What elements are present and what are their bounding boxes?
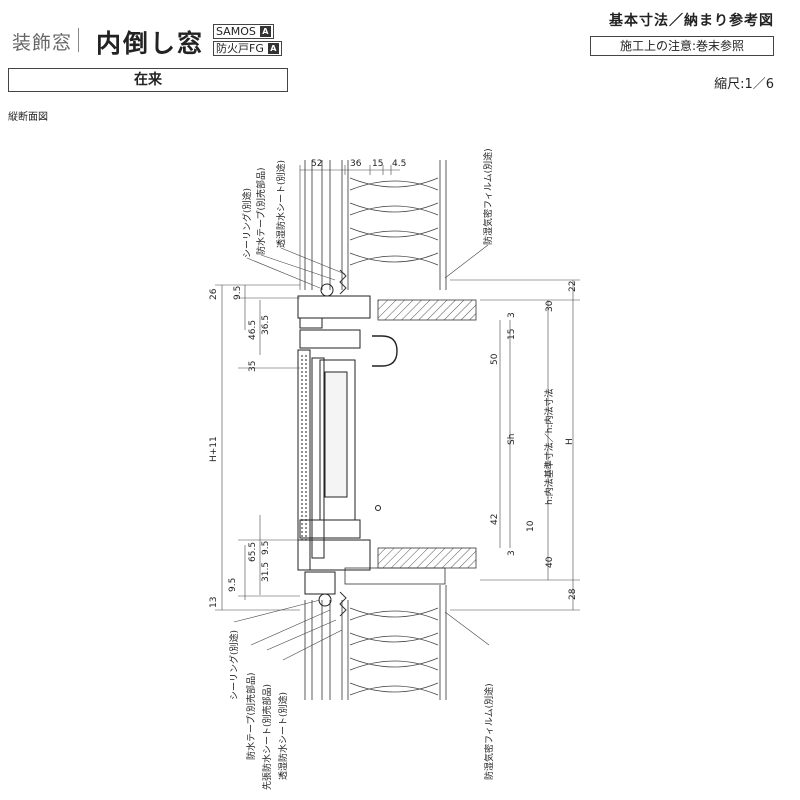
label-film-top: 防湿気密フィルム(別途): [482, 148, 494, 245]
bottom-screw-icon: [339, 591, 347, 617]
dim-left-9-5c: 9.5: [228, 578, 238, 592]
badge-fire-door: 防火戸FG A: [213, 41, 282, 56]
dim-right-30: 30: [545, 300, 555, 312]
dim-mid-50: 50: [490, 353, 500, 365]
dim-top-52: 52: [311, 159, 322, 169]
dim-left-35: 35: [248, 361, 258, 372]
dim-left-13: 13: [209, 597, 219, 608]
sill-board: [377, 547, 477, 569]
badge-fire-label: 防火戸FG: [216, 42, 264, 55]
construction-note: 施工上の注意:巻末参照: [590, 36, 774, 56]
badge-samos-label: SAMOS: [216, 25, 256, 38]
product-name: 内倒し窓: [96, 29, 205, 58]
dim-mid-3b: 3: [507, 550, 517, 556]
window-frame: [297, 295, 398, 595]
label-presheet-bottom: 先張防水シート(別売部品): [261, 684, 273, 790]
label-tape-bottom: 防水テープ(別売部品): [245, 673, 257, 760]
dim-right-inner: h:内法基準寸法／h:内法寸法: [543, 389, 555, 505]
head-board: [377, 299, 477, 321]
label-sealing-top: シーリング(別途): [241, 188, 253, 258]
dim-left-26: 26: [209, 288, 219, 300]
dim-left-9-5a: 9.5: [233, 286, 243, 300]
dim-mid-15: 15: [507, 329, 517, 340]
label-sheet-top: 透湿防水シート(別途): [275, 160, 287, 248]
dim-left-9-5b: 9.5: [261, 541, 271, 555]
category-label: 装飾窓: [12, 32, 73, 54]
label-sheet-bottom: 透湿防水シート(別途): [277, 692, 289, 780]
dim-left-h11: H+11: [209, 436, 219, 462]
dim-mid-3a: 3: [507, 312, 517, 318]
dim-left-65-5: 65.5: [248, 542, 258, 562]
bottom-sealing-icon: [318, 593, 332, 607]
badge-samos: SAMOS A: [213, 24, 274, 39]
dim-right-28: 28: [568, 588, 578, 600]
dim-right-22: 22: [568, 281, 578, 292]
dim-left-31-5: 31.5: [261, 562, 271, 582]
dim-left-36-5: 36.5: [261, 315, 271, 335]
top-sealing-icon: [320, 283, 334, 297]
label-sealing-bottom: シーリング(別途): [228, 630, 240, 700]
dim-right-40: 40: [545, 556, 555, 568]
dim-left-46-5: 46.5: [248, 320, 258, 340]
badge-mark-a: A: [267, 43, 279, 54]
dim-mid-42: 42: [490, 514, 500, 525]
dim-top-36: 36: [350, 159, 362, 169]
label-film-bottom: 防湿気密フィルム(別途): [483, 683, 495, 780]
label-tape-top: 防水テープ(別売部品): [255, 168, 267, 255]
dim-top-15: 15: [372, 159, 383, 169]
lower-wall: [304, 585, 447, 700]
dim-top-4-5: 4.5: [392, 159, 406, 169]
installation-type-box: 在来: [8, 68, 288, 92]
document-title: 基本寸法／納まり参考図: [609, 13, 774, 29]
badge-mark-a: A: [259, 26, 271, 37]
top-screw-icon: [339, 269, 347, 295]
dim-right-h: H: [565, 438, 575, 445]
title-divider: [78, 28, 79, 52]
sill-frame: [344, 567, 446, 585]
upper-wall: [304, 160, 447, 290]
section-label: 縦断面図: [8, 112, 48, 123]
dim-mid-10: 10: [526, 520, 536, 532]
dim-mid-sh: Sh: [507, 434, 517, 445]
scale-label: 縮尺:1／6: [714, 77, 774, 92]
